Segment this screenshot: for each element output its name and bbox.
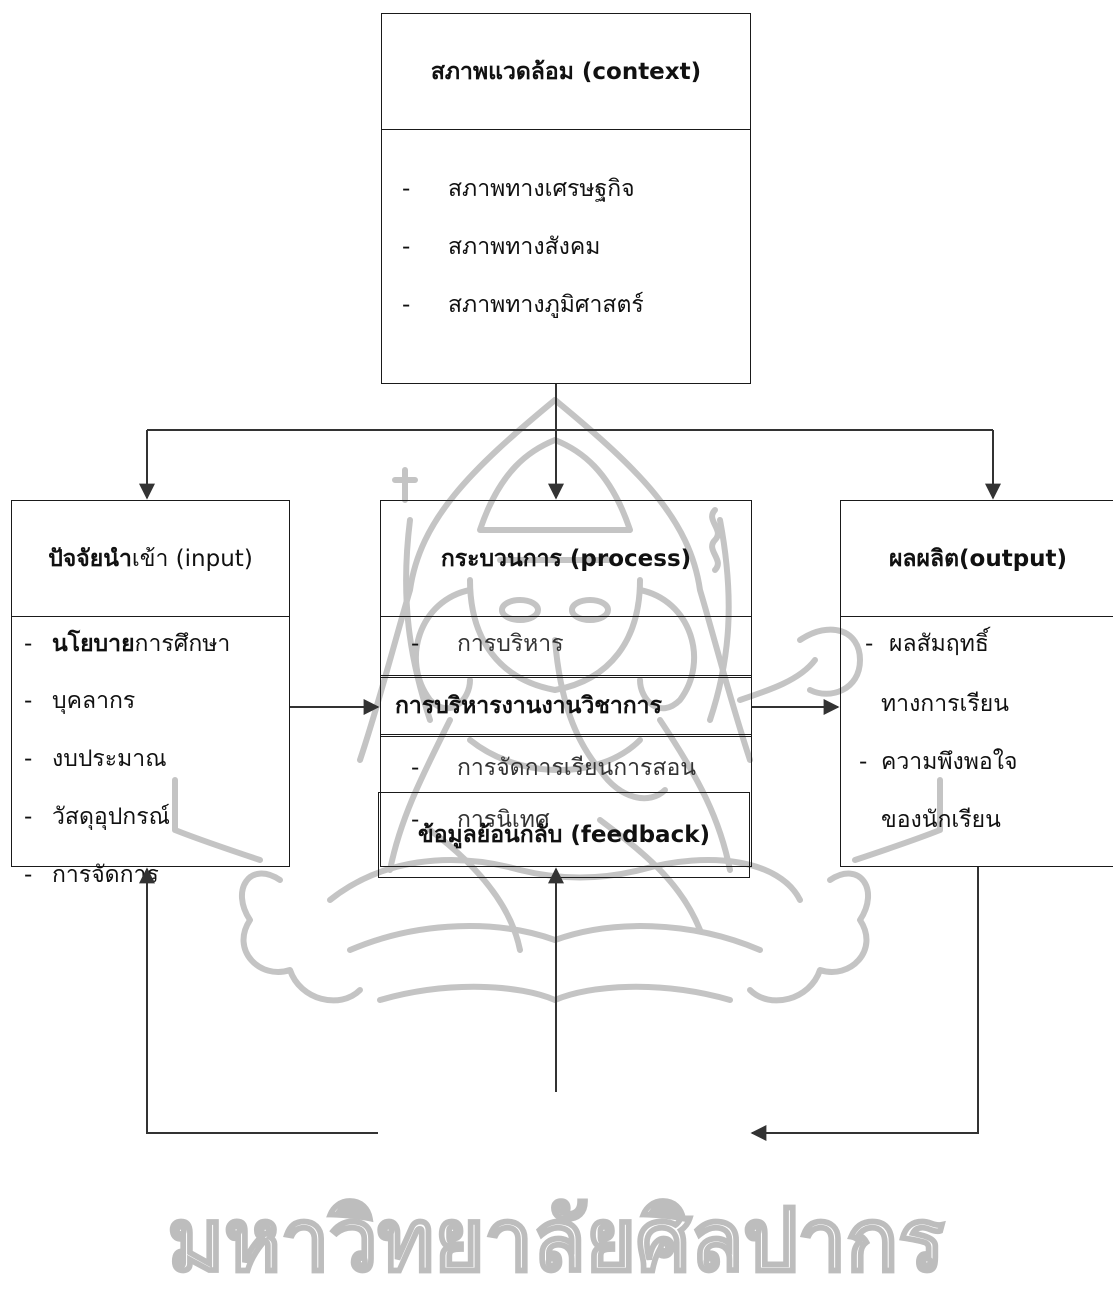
- process-title: กระบวนการ (process): [381, 501, 751, 617]
- list-item: - การจัดการเรียนการสอน: [411, 755, 696, 781]
- input-box: ปัจจัยนำเข้า (input) - นโยบายการศึกษา - …: [11, 500, 290, 888]
- input-title: ปัจจัยนำเข้า (input): [12, 501, 289, 617]
- list-item: - สภาพทางภูมิศาสตร์: [402, 292, 644, 318]
- output-list: - ผลสัมฤทธิ์ ทางการเรียน - ความพึงพอใจ ข…: [841, 617, 1113, 849]
- output-title: ผลผลิต(output): [841, 501, 1113, 617]
- feedback-box: ข้อมูลย้อนกลับ (feedback): [378, 792, 750, 878]
- list-item: - งบประมาณ: [24, 746, 167, 772]
- context-title: สภาพแวดล้อม (context): [382, 14, 750, 130]
- watermark-text: มหาวิทยาลัยศิลปากร: [168, 1190, 945, 1291]
- list-item: - การนิเทศ: [411, 807, 550, 833]
- arrow-feedback-to-input: [139, 867, 378, 1134]
- list-item: - สภาพทางสังคม: [402, 234, 601, 260]
- list-item: - วัสดุอุปกรณ์: [24, 804, 170, 830]
- feedback-title: ข้อมูลย้อนกลับ (feedback): [417, 822, 711, 848]
- output-box: ผลผลิต(output) - ผลสัมฤทธิ์ ทางการเรียน …: [840, 500, 1113, 867]
- list-item: - การจัดการ: [24, 862, 159, 888]
- list-item: ทางการเรียน: [881, 691, 1009, 717]
- list-item: - บุคลากร: [24, 688, 136, 714]
- arrow-output-to-feedback: [750, 867, 979, 1141]
- list-item: ของนักเรียน: [881, 807, 1001, 833]
- list-item: - ความพึงพอใจ: [859, 749, 1018, 775]
- input-list: - นโยบายการศึกษา - บุคลากร - งบประมาณ - …: [12, 617, 289, 904]
- list-item: - นโยบายการศึกษา: [24, 631, 231, 657]
- process-middle-title: การบริหารงานงานวิชาการ: [381, 675, 751, 737]
- list-item: - ผลสัมฤทธิ์: [865, 631, 989, 657]
- list-item: - การบริหาร: [411, 631, 564, 657]
- context-box: สภาพแวดล้อม (context) - สภาพทางเศรษฐกิจ …: [381, 13, 751, 384]
- process-top-list: - การบริหาร: [381, 617, 751, 675]
- process-box: กระบวนการ (process) - การบริหาร การบริหา…: [380, 500, 752, 867]
- list-item: - สภาพทางเศรษฐกิจ: [402, 176, 635, 202]
- context-list: - สภาพทางเศรษฐกิจ - สภาพทางสังคม - สภาพท…: [382, 130, 750, 334]
- process-list: - การจัดการเรียนการสอน - การนิเทศ: [381, 737, 751, 855]
